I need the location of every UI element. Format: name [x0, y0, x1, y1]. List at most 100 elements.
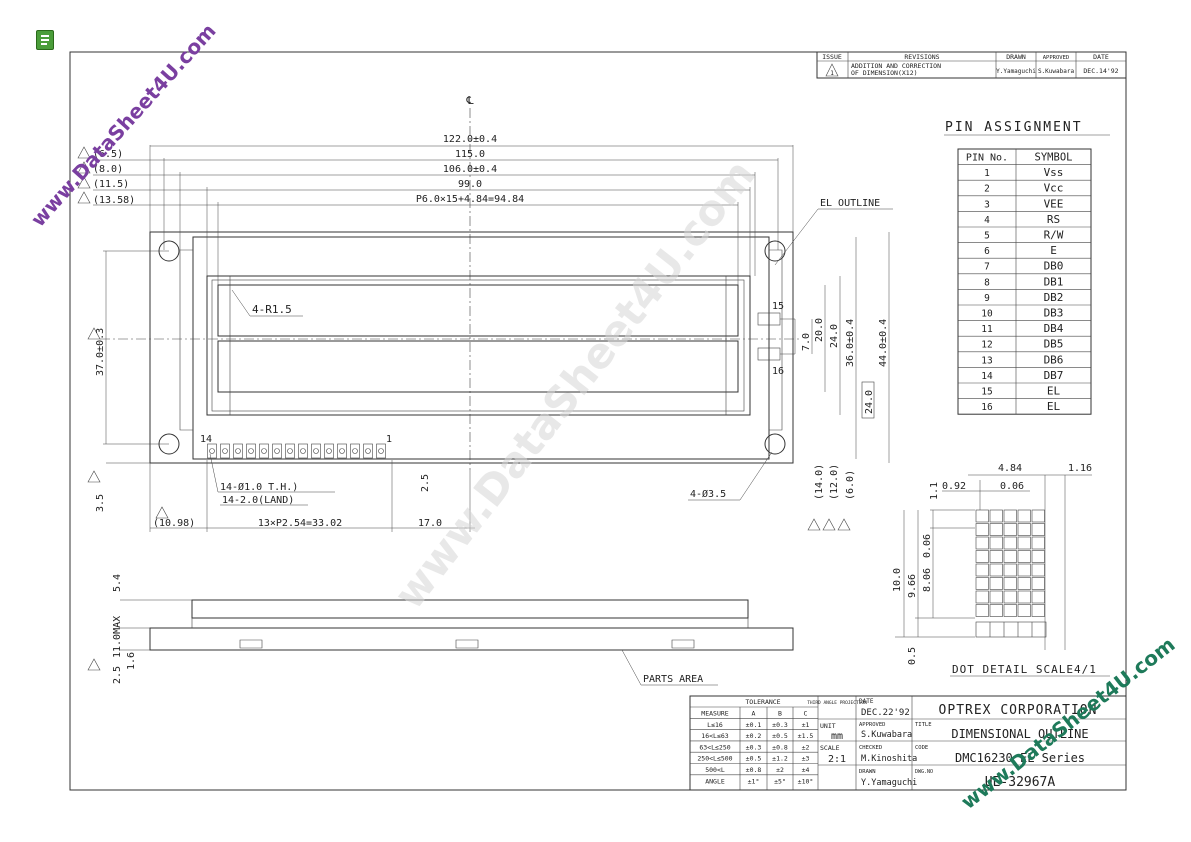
el-pin-16: 16: [772, 366, 784, 377]
dot-cell: [975, 590, 989, 604]
approved-label: APPROVED: [859, 722, 886, 728]
pin-number: 5: [984, 231, 990, 242]
dot-cell: [989, 590, 1003, 604]
dot-dim-10: 10.0: [892, 568, 903, 592]
pin-number: 11: [981, 324, 993, 335]
tolerance-cell: ±5°: [774, 777, 786, 785]
tolerance-cell: ±10°: [798, 777, 814, 785]
unit-label: UNIT: [820, 722, 836, 730]
connector-pad: [220, 443, 230, 459]
rev-header-revisions: REVISIONS: [904, 53, 939, 61]
dot-cell: [989, 523, 1003, 536]
dot-cell: [1031, 563, 1045, 577]
document-icon[interactable]: [36, 30, 54, 50]
dim-6: (6.0): [845, 470, 856, 500]
connector-pad: [363, 443, 373, 459]
rev-header-approved: APPROVED: [1043, 55, 1070, 61]
dot-cell: [1017, 604, 1031, 617]
dot-cell: [989, 604, 1003, 617]
dot-detail-label: DOT DETAIL SCALE4/1: [952, 663, 1097, 676]
dot-dim-1-1: 1.1: [929, 482, 940, 500]
sheet-border: [69, 51, 1127, 791]
connector-pad: [376, 443, 386, 459]
date-value: DEC.22'92: [861, 708, 910, 718]
dot-cell: [1031, 604, 1045, 617]
dim-36: 36.0±0.4: [845, 319, 856, 367]
pin-number: 2: [984, 184, 990, 195]
tolerance-cell: ±0.2: [746, 732, 762, 740]
dot-cell: [1003, 563, 1017, 577]
centerline-symbol: ℄: [465, 94, 473, 107]
tolerance-cell: L≤16: [707, 721, 723, 729]
dim-12: (12.0): [829, 464, 840, 500]
pin-symbol: DB7: [1044, 369, 1064, 382]
pin-symbol: DB3: [1044, 307, 1064, 320]
dot-cell: [975, 509, 989, 523]
tolerance-cell: ±0.5: [772, 732, 788, 740]
rev-header-drawn: DRAWN: [1006, 53, 1026, 61]
hole-label: 4-Ø3.5: [690, 488, 726, 500]
dim-7: 7.0: [801, 333, 812, 351]
pin-number: 12: [981, 340, 992, 351]
pin-symbol: RS: [1047, 213, 1060, 226]
rev-header-date: DATE: [1093, 53, 1109, 61]
dim-115: 115.0: [455, 149, 485, 160]
connector-pad: [272, 443, 282, 459]
dim-24: 24.0: [829, 324, 840, 348]
dim-24-box: 24.0: [864, 390, 875, 414]
dim-33-02: 13×P2.54=33.02: [258, 518, 342, 529]
dim-13-58: (13.58): [93, 195, 135, 206]
dim-106: 106.0±0.4: [443, 164, 497, 175]
tolerance-cell: 250<L≤500: [697, 755, 732, 763]
connector-hole: [313, 448, 319, 454]
tolerance-cell: 16<L≤63: [701, 732, 728, 740]
dot-cell: [1017, 536, 1031, 550]
pin-number: 16: [981, 402, 993, 413]
company-name: OPTREX CORPORATION: [939, 703, 1098, 718]
tolerance-header: A: [752, 710, 756, 718]
connector-hole: [248, 448, 254, 454]
date-label: DATE: [859, 698, 874, 705]
dot-dim-4-84: 4.84: [998, 463, 1022, 474]
dim-20: 20.0: [814, 318, 825, 342]
mount-hole: [764, 433, 786, 455]
rev-drawn: Y.Yamaguchi: [996, 68, 1036, 75]
dot-cell: [975, 577, 989, 590]
connector-hole: [378, 448, 384, 454]
pin-symbol: DB2: [1044, 291, 1064, 304]
connector-pad: [207, 443, 217, 459]
dot-cell: [989, 577, 1003, 590]
dim-14: (14.0): [814, 464, 825, 500]
dot-cell: [1031, 577, 1045, 590]
dot-cell: [1003, 536, 1017, 550]
tolerance-header: C: [804, 710, 808, 718]
dot-detail: 4.84 1.16 0.92 0.06 1.1 0.06 8.06 9.66 1…: [892, 463, 1110, 677]
pin-symbol: DB5: [1044, 338, 1064, 351]
dot-cell: [1017, 563, 1031, 577]
dim-11-5: (11.5): [93, 179, 129, 190]
dot-cell: [1031, 536, 1045, 550]
code-value: DMC16230 EL Series: [955, 751, 1085, 765]
tolerance-cell: ±1.2: [772, 755, 788, 763]
dim-2-5: 2.5: [420, 474, 431, 492]
revision-block: ISSUE REVISIONS DRAWN APPROVED DATE 1 AD…: [816, 51, 1127, 79]
dwg-label: DWG.NO: [915, 769, 933, 775]
dot-cell: [1003, 523, 1017, 536]
dim-5-4: 5.4: [112, 574, 123, 592]
pin-number: 9: [984, 293, 990, 304]
watermark-center: www.DataSheet4U.com: [384, 150, 764, 618]
connector-hole: [339, 448, 345, 454]
rev-issue-number: 1: [830, 70, 834, 77]
dot-dim-0-06: 0.06: [1000, 481, 1024, 492]
drawing-number: UE-32967A: [985, 775, 1056, 790]
connector-pad: [324, 443, 334, 459]
dot-dim-1-16: 1.16: [1068, 463, 1092, 474]
side-view: 5.4 11.0MAX 2.5 1.6 PARTS AREA: [112, 574, 794, 686]
projection-label: THIRD ANGLE PROJECTION: [807, 700, 867, 706]
tolerance-cell: ANGLE: [705, 777, 725, 785]
dot-cell: [975, 604, 989, 617]
dot-cell: [1031, 509, 1045, 523]
rev-triangle: [825, 63, 839, 77]
